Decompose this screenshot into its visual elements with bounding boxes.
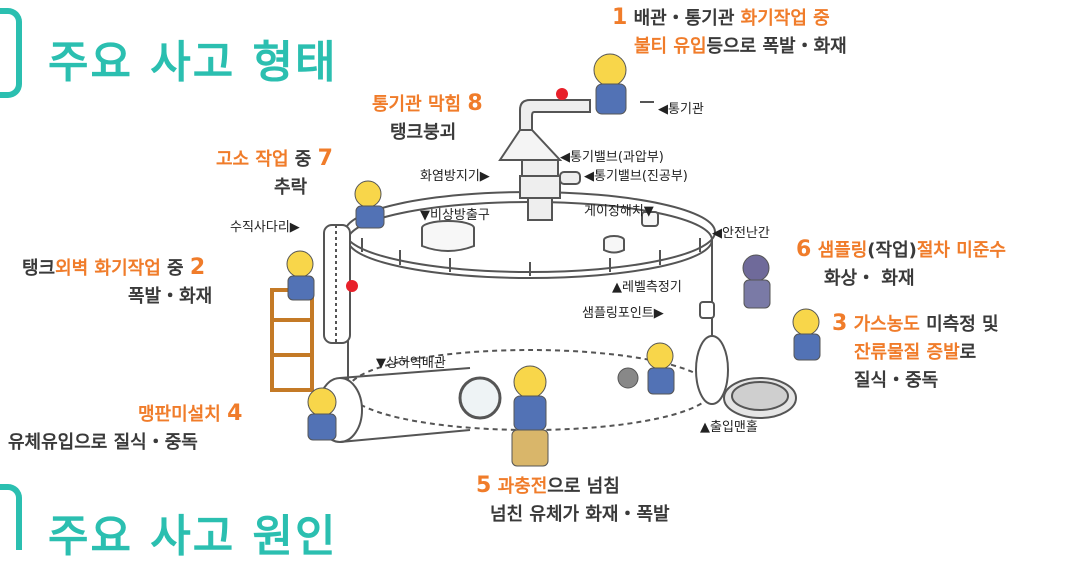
callout-6-desc: 화상・ 화재 [824, 268, 915, 289]
callout-6-paren: (작업) [867, 240, 917, 261]
callout-2-pre: 탱크 [22, 258, 56, 279]
callout-7-mid: 중 [288, 149, 318, 170]
callout-4-number: 4 [227, 401, 243, 426]
callout-6-title-b: 절차 미준수 [916, 240, 1006, 261]
callout-3-post-b: 로 [959, 342, 977, 363]
callout-8-title: 통기관 막힘 [372, 94, 462, 115]
vent-assembly [498, 99, 654, 221]
callout-8-number: 8 [467, 91, 483, 116]
callout-5: 5 과충전으로 넘침 넘친 유체가 화재・폭발 [476, 472, 670, 529]
callout-1-highlight-a: 화기작업 중 [740, 8, 830, 29]
callout-1-highlight-b: 불티 유입 [634, 36, 707, 57]
callout-3-number: 3 [832, 311, 848, 336]
callout-4: 맹판미설치 4 유체유입으로 질식・중독 [8, 400, 242, 457]
callout-2: 탱크외벽 화기작업 중 2 폭발・화재 [22, 254, 212, 311]
inlet-outlet-pipe [317, 367, 471, 443]
callout-4-desc: 유체유입으로 질식・중독 [8, 432, 198, 453]
callout-5-desc: 넘친 유체가 화재・폭발 [490, 504, 670, 525]
callout-3-title-b: 잔류물질 증발 [854, 342, 960, 363]
label-emergency-vent: ▼비상방출구 [420, 208, 490, 223]
label-vent-valve-pressure: ◀통기밸브(과압부) [560, 150, 664, 165]
callout-1-text-b: 등으로 폭발・화재 [706, 36, 847, 57]
tank-openings [421, 211, 659, 254]
callout-2-title: 외벽 화기작업 [55, 258, 161, 279]
manhole [695, 335, 797, 419]
label-gauging-hatch: 게이징해치▼ [584, 204, 654, 219]
vertical-ladder [323, 224, 351, 344]
callout-2-desc: 폭발・화재 [128, 286, 213, 307]
callout-7-number: 7 [317, 146, 333, 171]
label-vent-valve-vacuum: ◀통기밸브(진공부) [584, 169, 688, 184]
callout-1-number: 1 [612, 5, 628, 30]
callout-3-post-a: 미측정 및 [919, 314, 999, 335]
callout-6: 6 샘플링(작업)절차 미준수 화상・ 화재 [796, 236, 1006, 293]
callout-5-post: 으로 넘침 [547, 476, 620, 497]
label-inlet-outlet-pipe: ▼상하역배관 [376, 356, 446, 371]
sampling-point [699, 301, 715, 319]
callout-4-title: 맹판미설치 [138, 404, 221, 425]
callout-5-number: 5 [476, 473, 492, 498]
label-sampling-point: 샘플링포인트▶ [582, 306, 664, 321]
callout-7: 고소 작업 중 7 추락 [216, 145, 333, 202]
callout-7-title: 고소 작업 [216, 149, 289, 170]
callout-8: 통기관 막힘 8 탱크붕괴 [372, 90, 483, 147]
tank-diagram [270, 53, 821, 467]
callout-1-text-a: 배관・통기관 [633, 8, 741, 29]
label-level-gauge: ▲레벨측정기 [612, 280, 682, 295]
callout-5-title: 과충전 [497, 476, 548, 497]
label-vertical-ladder: 수직사다리▶ [230, 220, 300, 235]
callout-3-title-a: 가스농도 [853, 314, 920, 335]
callout-2-post: 중 [160, 258, 190, 279]
label-flame-arrester: 화염방지기▶ [420, 169, 490, 184]
label-vent-pipe: ◀통기관 [658, 102, 704, 117]
heading-bracket-bottom [0, 484, 22, 550]
callout-6-title-a: 샘플링 [817, 240, 868, 261]
spark-icon [346, 88, 568, 292]
callout-6-number: 6 [796, 237, 812, 262]
label-safety-rail: ◀안전난간 [712, 226, 770, 241]
callout-3-desc: 질식・중독 [854, 370, 939, 391]
workers-illustration [270, 53, 821, 467]
callout-1: 1 배관・통기관 화기작업 중 불티 유입등으로 폭발・화재 [612, 4, 847, 61]
callout-3: 3 가스농도 미측정 및 잔류물질 증발로 질식・중독 [832, 310, 999, 395]
callout-8-desc: 탱크붕괴 [390, 122, 457, 143]
heading-bracket-top [0, 8, 22, 98]
callout-7-desc: 추락 [274, 177, 308, 198]
label-manhole: ▲출입맨홀 [700, 420, 758, 435]
callout-2-number: 2 [189, 255, 206, 280]
heading-main-accidents: 주요 사고 형태 [48, 37, 338, 88]
